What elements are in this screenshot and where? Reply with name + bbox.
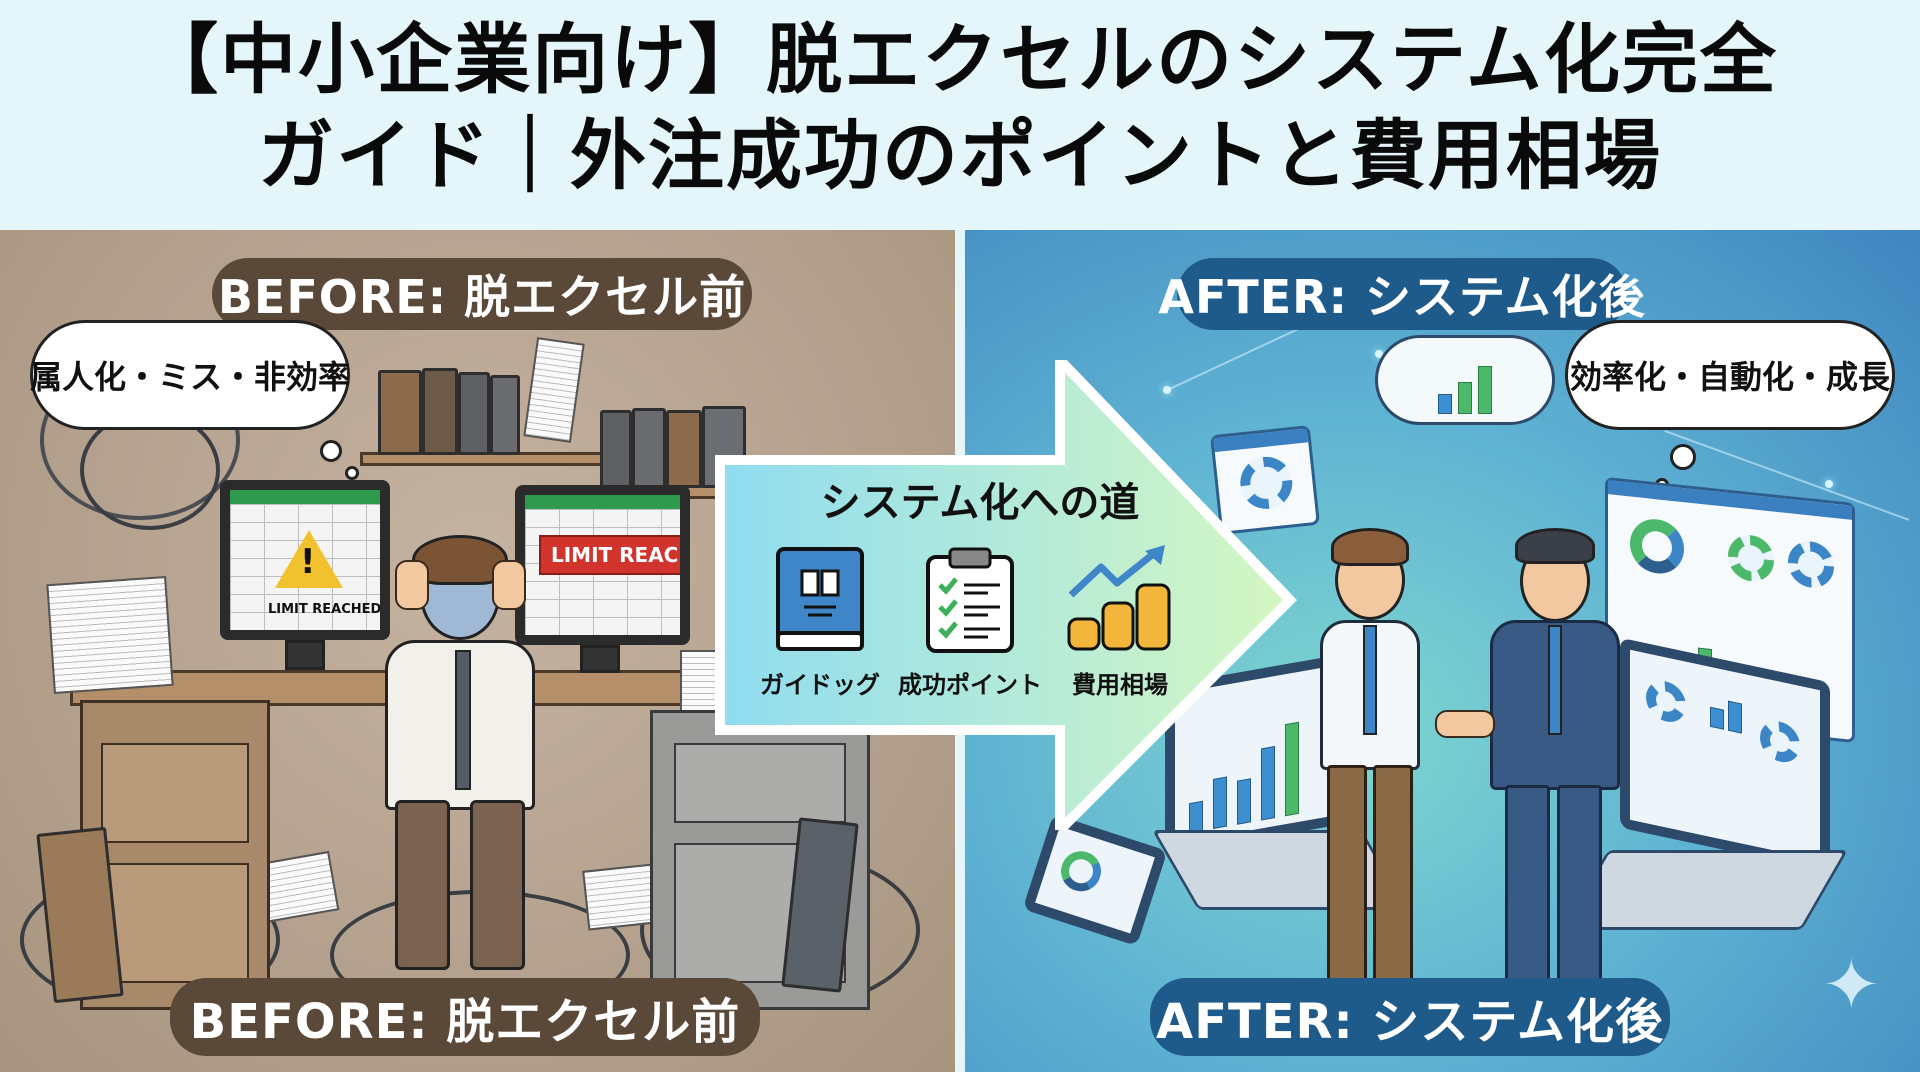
worker-pants — [470, 800, 525, 970]
network-dot — [1825, 480, 1833, 488]
chart-bar — [1710, 706, 1724, 730]
transformation-arrow: システム化への道 ガイドッグ 成功ポイント — [700, 360, 1300, 830]
arrow-item-cost: 費用相場 — [1045, 545, 1195, 700]
after-label-bottom: AFTER: システム化後 — [1150, 978, 1670, 1056]
laptop-keyboard — [1561, 850, 1849, 930]
arrow-title: システム化への道 — [820, 480, 1140, 526]
spreadsheet-screen: ! LIMIT REACHED — [230, 490, 380, 630]
donut-chart-icon — [1055, 846, 1107, 897]
monitor-right: LIMIT REACHED — [515, 485, 690, 645]
thought-dot — [345, 466, 359, 480]
book-icon — [776, 547, 864, 651]
hand — [395, 560, 429, 610]
tablet-screen — [1035, 826, 1155, 934]
chart-bar — [1728, 700, 1742, 734]
hand — [492, 560, 526, 610]
client-hair — [1515, 528, 1595, 564]
before-thought-bubble: 属人化・ミス・非効率 — [30, 320, 350, 430]
before-label-top: BEFORE: 脱エクセル前 — [212, 258, 752, 330]
cloud-icon — [1375, 335, 1555, 425]
donut-chart-icon — [1630, 516, 1684, 577]
laptop-keyboard — [1151, 830, 1409, 910]
binder — [600, 410, 632, 488]
gear-icon — [1760, 717, 1800, 766]
coins-growth-icon — [1067, 545, 1171, 651]
cloud-bar — [1458, 382, 1472, 414]
client-pants — [1557, 785, 1602, 995]
laptop-dashboard-screen — [1630, 649, 1820, 861]
cloud-bar — [1478, 366, 1492, 414]
handshake-icon — [1435, 710, 1495, 738]
gear-shield-icon — [1646, 677, 1686, 726]
binder — [490, 375, 520, 455]
thought-dot — [320, 440, 342, 462]
binder — [632, 408, 666, 488]
cabinet-drawer — [101, 863, 249, 983]
thought-dot — [1670, 444, 1696, 470]
warning-triangle-icon — [275, 530, 343, 588]
warning-exclamation: ! — [300, 542, 316, 582]
after-label-top: AFTER: システム化後 — [1158, 258, 1645, 330]
cabinet-drawer — [101, 743, 249, 843]
title-band: 【中小企業向け】脱エクセルのシステム化完全 ガイド｜外注成功のポイントと費用相場 — [0, 0, 1920, 230]
worker-pants — [395, 800, 450, 970]
gear-icon — [1728, 532, 1774, 584]
gear-icon — [1788, 539, 1834, 590]
binder — [666, 410, 702, 488]
arrow-item-label: ガイドッグ — [760, 671, 880, 699]
limit-reached-text: LIMIT REACHED — [268, 602, 380, 617]
spreadsheet-ribbon — [230, 490, 380, 504]
monitor-left: ! LIMIT REACHED — [220, 480, 390, 640]
limit-reached-banner: LIMIT REACHED — [539, 535, 680, 575]
consultant-pants — [1373, 765, 1413, 995]
tablet — [1022, 813, 1168, 947]
consultant-hair — [1331, 528, 1409, 566]
sparkle-icon: ✦ — [1822, 944, 1881, 1026]
monitor-stand — [285, 640, 325, 670]
spreadsheet-ribbon — [525, 495, 680, 509]
cabinet-drawer — [674, 743, 846, 823]
paper-sheet — [523, 337, 585, 443]
monitor-stand — [580, 645, 620, 673]
binder — [378, 370, 422, 455]
consultant-pants — [1327, 765, 1367, 995]
binder — [458, 372, 490, 455]
after-thought-bubble: 効率化・自動化・成長 — [1565, 320, 1895, 430]
binder — [422, 368, 458, 455]
arrow-item-label: 成功ポイント — [898, 671, 1042, 699]
page-title-line-1: 【中小企業向け】脱エクセルのシステム化完全 — [142, 15, 1778, 104]
worker-tie — [455, 650, 471, 790]
network-dot — [1375, 350, 1383, 358]
consultant-tie — [1363, 625, 1377, 735]
client-tie — [1548, 625, 1562, 735]
arrow-item-guide: ガイドッグ — [745, 545, 895, 700]
spreadsheet-screen: LIMIT REACHED — [525, 495, 680, 635]
network-dot — [1163, 386, 1171, 394]
page-title-line-2: ガイド｜外注成功のポイントと費用相場 — [258, 111, 1662, 200]
arrow-item-label: 費用相場 — [1072, 671, 1168, 699]
client-pants — [1505, 785, 1550, 995]
paper-stack — [46, 575, 174, 695]
cloud-bar — [1438, 394, 1452, 414]
checklist-clipboard-icon — [926, 547, 1014, 653]
before-label-bottom: BEFORE: 脱エクセル前 — [170, 978, 760, 1056]
arrow-item-success-points: 成功ポイント — [895, 545, 1045, 700]
